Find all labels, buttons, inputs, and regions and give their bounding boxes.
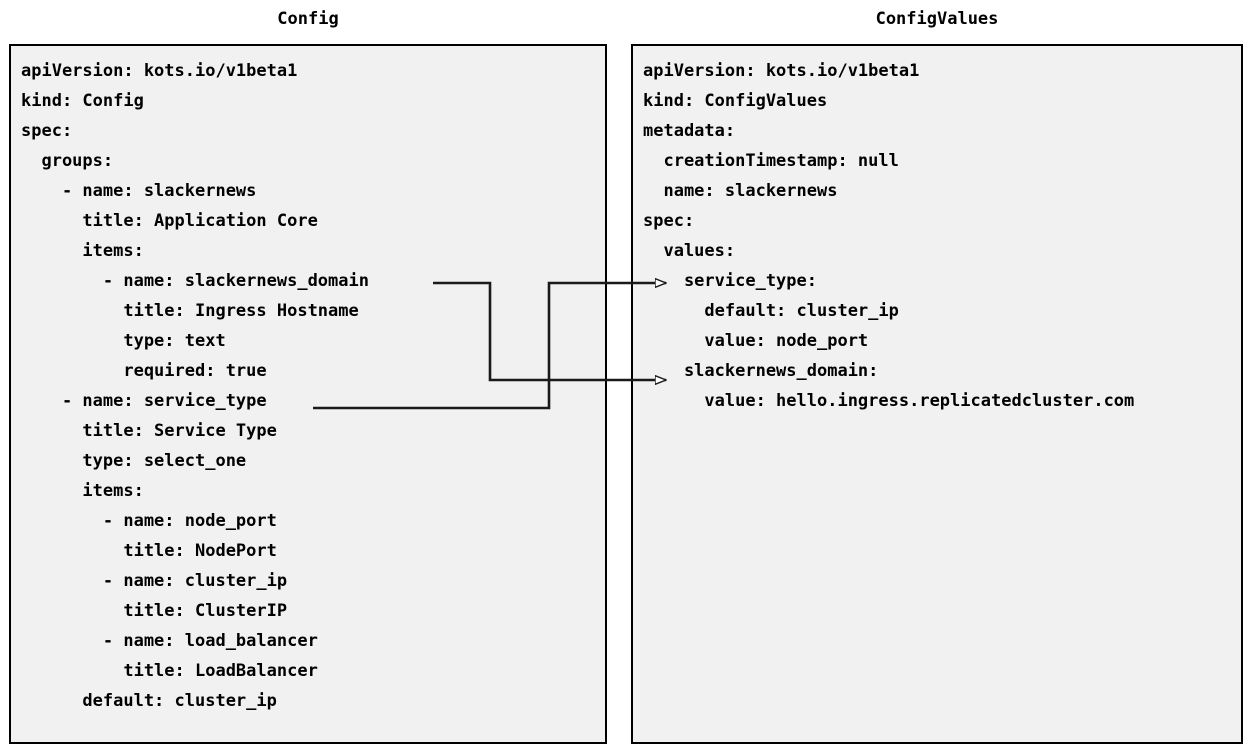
configvalues-line-2: metadata: bbox=[643, 121, 736, 141]
configvalues-line-10: slackernews_domain: bbox=[643, 361, 879, 381]
configvalues-line-3: creationTimestamp: null bbox=[643, 151, 899, 171]
config-line-19: - name: load_balancer bbox=[21, 631, 318, 651]
configvalues-line-11: value: hello.ingress.replicatedcluster.c… bbox=[643, 391, 1135, 411]
configvalues-line-4: name: slackernews bbox=[643, 181, 838, 201]
config-line-9: type: text bbox=[21, 331, 226, 351]
configvalues-line-5: spec: bbox=[643, 211, 695, 231]
configvalues-line-7: service_type: bbox=[643, 271, 817, 291]
config-line-15: - name: node_port bbox=[21, 511, 277, 531]
config-yaml-panel: apiVersion: kots.io/v1beta1 kind: Config s… bbox=[9, 44, 607, 744]
config-line-11: - name: service_type bbox=[21, 391, 267, 411]
config-line-13: type: select_one bbox=[21, 451, 247, 471]
config-panel-title: Config bbox=[277, 9, 339, 29]
configvalues-line-0: apiVersion: kots.io/v1beta1 bbox=[643, 61, 920, 81]
config-line-4: - name: slackernews bbox=[21, 181, 257, 201]
config-line-17: - name: cluster_ip bbox=[21, 571, 288, 591]
config-line-20: title: LoadBalancer bbox=[21, 661, 318, 681]
configvalues-panel-title: ConfigValues bbox=[875, 9, 999, 29]
configvalues-line-9: value: node_port bbox=[643, 331, 869, 351]
config-line-2: spec: bbox=[21, 121, 73, 141]
config-line-14: items: bbox=[21, 481, 144, 501]
config-line-10: required: true bbox=[21, 361, 267, 381]
config-line-0: apiVersion: kots.io/v1beta1 bbox=[21, 61, 298, 81]
config-line-8: title: Ingress Hostname bbox=[21, 301, 359, 321]
config-line-5: title: Application Core bbox=[21, 211, 318, 231]
configvalues-yaml-panel: apiVersion: kots.io/v1beta1 kind: ConfigV… bbox=[631, 44, 1243, 744]
config-line-16: title: NodePort bbox=[21, 541, 277, 561]
config-line-21: default: cluster_ip bbox=[21, 691, 277, 711]
config-line-12: title: Service Type bbox=[21, 421, 277, 441]
configvalues-line-6: values: bbox=[643, 241, 736, 261]
config-line-1: kind: Config bbox=[21, 91, 144, 111]
config-line-6: items: bbox=[21, 241, 144, 261]
config-line-7: - name: slackernews_domain bbox=[21, 271, 369, 291]
configvalues-line-8: default: cluster_ip bbox=[643, 301, 899, 321]
configvalues-yaml-code: apiVersion: kots.io/v1beta1 kind: ConfigV… bbox=[633, 46, 1134, 416]
config-yaml-code: apiVersion: kots.io/v1beta1 kind: Config s… bbox=[11, 46, 369, 716]
config-line-3: groups: bbox=[21, 151, 114, 171]
config-line-18: title: ClusterIP bbox=[21, 601, 288, 621]
configvalues-line-1: kind: ConfigValues bbox=[643, 91, 828, 111]
